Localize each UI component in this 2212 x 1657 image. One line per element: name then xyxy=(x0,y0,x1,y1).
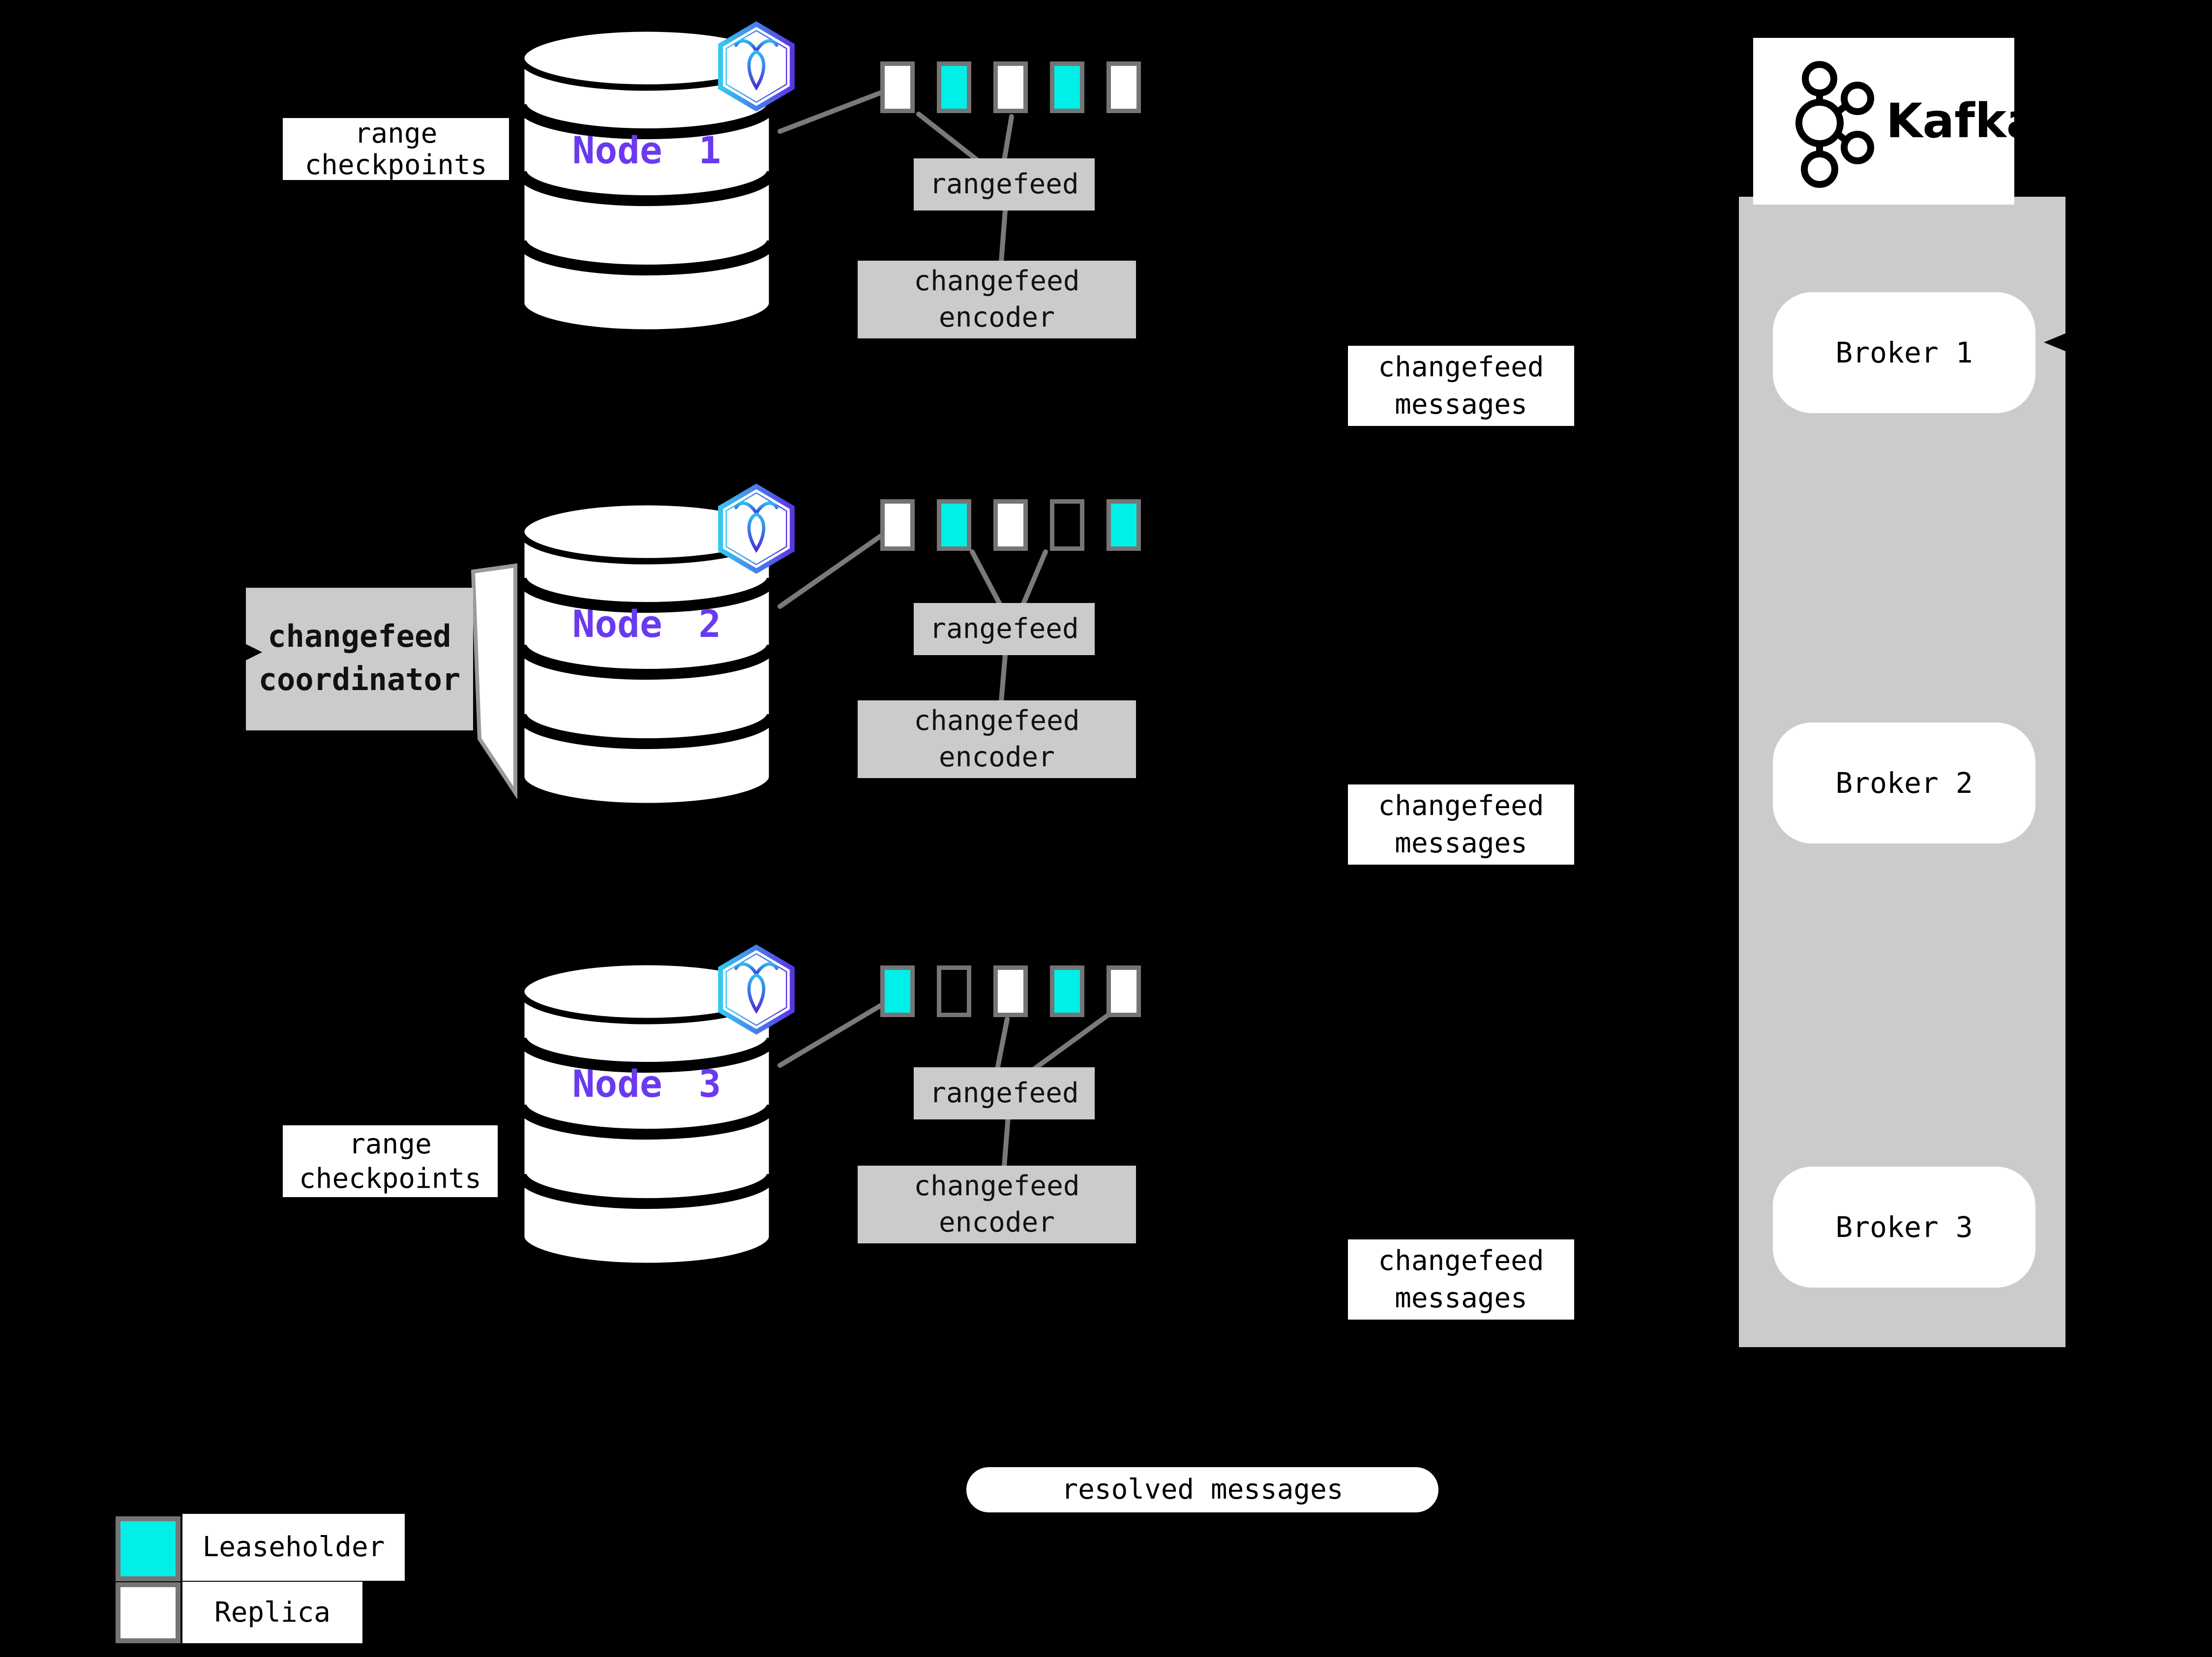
legend-leaseholder-label: Leaseholder xyxy=(182,1514,405,1581)
kafka-broker: Broker 3 xyxy=(1773,1167,2035,1288)
range-square xyxy=(880,965,915,1017)
changefeed-encoder-box: changefeed encoder xyxy=(858,261,1136,338)
kafka-broker: Broker 1 xyxy=(1773,292,2035,413)
legend-replica-label: Replica xyxy=(182,1582,362,1643)
range-square xyxy=(1050,61,1084,113)
node2-label: Node 2 xyxy=(572,602,721,646)
legend-replica-swatch xyxy=(116,1582,180,1643)
node1-label: Node 1 xyxy=(572,128,721,172)
kafka-logo-icon xyxy=(1795,61,1874,188)
range-square xyxy=(937,965,971,1017)
rangefeed-box: rangefeed xyxy=(914,603,1095,655)
arrowhead-icon xyxy=(244,643,262,661)
rangefeed-box: rangefeed xyxy=(914,1067,1095,1119)
range-square xyxy=(1050,499,1084,551)
changefeed-coordinator-box: changefeed coordinator xyxy=(246,588,473,730)
changefeed-messages-label: changefeed messages xyxy=(1348,346,1574,426)
range-square xyxy=(937,499,971,551)
kafka-wordmark: Kafka xyxy=(1886,93,2038,149)
legend-leaseholder-swatch xyxy=(116,1516,180,1581)
range-square xyxy=(993,499,1028,551)
range-square xyxy=(1106,965,1141,1017)
node2-database-cylinder xyxy=(516,499,777,810)
range-square xyxy=(880,61,915,113)
range-square xyxy=(880,499,915,551)
range-square xyxy=(1106,61,1141,113)
cockroachdb-icon xyxy=(718,483,795,574)
coordinator-ribbon xyxy=(471,563,517,800)
range-checkpoints-label: range checkpoints xyxy=(283,1125,498,1197)
changefeed-messages-label: changefeed messages xyxy=(1348,1239,1574,1320)
range-square xyxy=(1106,499,1141,551)
resolved-messages-pill: resolved messages xyxy=(966,1467,1438,1512)
range-square xyxy=(993,965,1028,1017)
changefeed-messages-label: changefeed messages xyxy=(1348,784,1574,865)
arrowhead-icon xyxy=(2044,333,2065,351)
cockroachdb-icon xyxy=(718,21,795,112)
cockroachdb-icon xyxy=(718,944,795,1035)
range-square xyxy=(993,61,1028,113)
range-square xyxy=(937,61,971,113)
changefeed-encoder-box: changefeed encoder xyxy=(858,700,1136,778)
node3-label: Node 3 xyxy=(572,1062,721,1106)
kafka-broker: Broker 2 xyxy=(1773,723,2035,844)
rangefeed-box: rangefeed xyxy=(914,158,1095,211)
range-checkpoints-label: range checkpoints xyxy=(283,118,509,180)
node3-database-cylinder xyxy=(516,959,777,1269)
range-square xyxy=(1050,965,1084,1017)
node1-database-cylinder xyxy=(516,25,777,336)
changefeed-encoder-box: changefeed encoder xyxy=(858,1166,1136,1243)
